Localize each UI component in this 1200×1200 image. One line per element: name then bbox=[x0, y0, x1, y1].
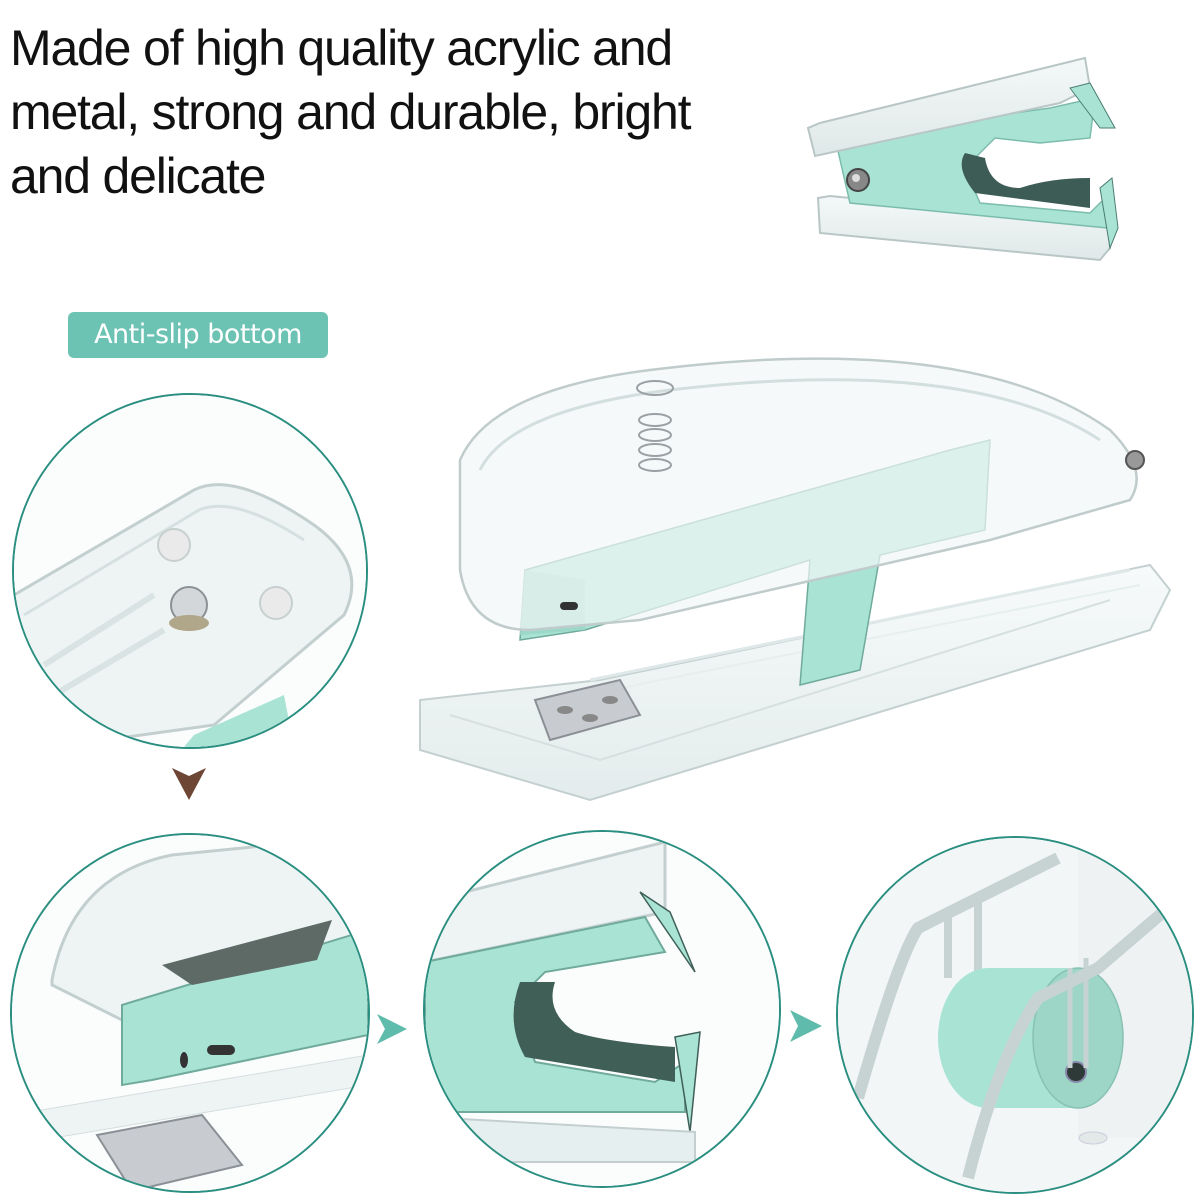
headline-line-2: metal, strong and durable, bright bbox=[10, 84, 691, 140]
detail-circle-remover-jaws bbox=[423, 830, 781, 1188]
detail-circle-stapler-head bbox=[10, 833, 370, 1193]
headline-line-1: Made of high quality acrylic and bbox=[10, 20, 673, 76]
triangle-right-icon bbox=[377, 1014, 407, 1049]
anti-slip-badge: Anti-slip bottom bbox=[68, 312, 328, 358]
triangle-down-icon bbox=[172, 768, 206, 805]
headline: Made of high quality acrylic and metal, … bbox=[10, 16, 770, 208]
stapler-image bbox=[410, 340, 1180, 810]
triangle-right-icon bbox=[790, 1010, 822, 1047]
headline-line-3: and delicate bbox=[10, 148, 266, 204]
detail-circle-tape-roller bbox=[836, 836, 1194, 1194]
staple-remover-image bbox=[790, 28, 1135, 268]
detail-circle-anti-slip bbox=[12, 393, 368, 749]
